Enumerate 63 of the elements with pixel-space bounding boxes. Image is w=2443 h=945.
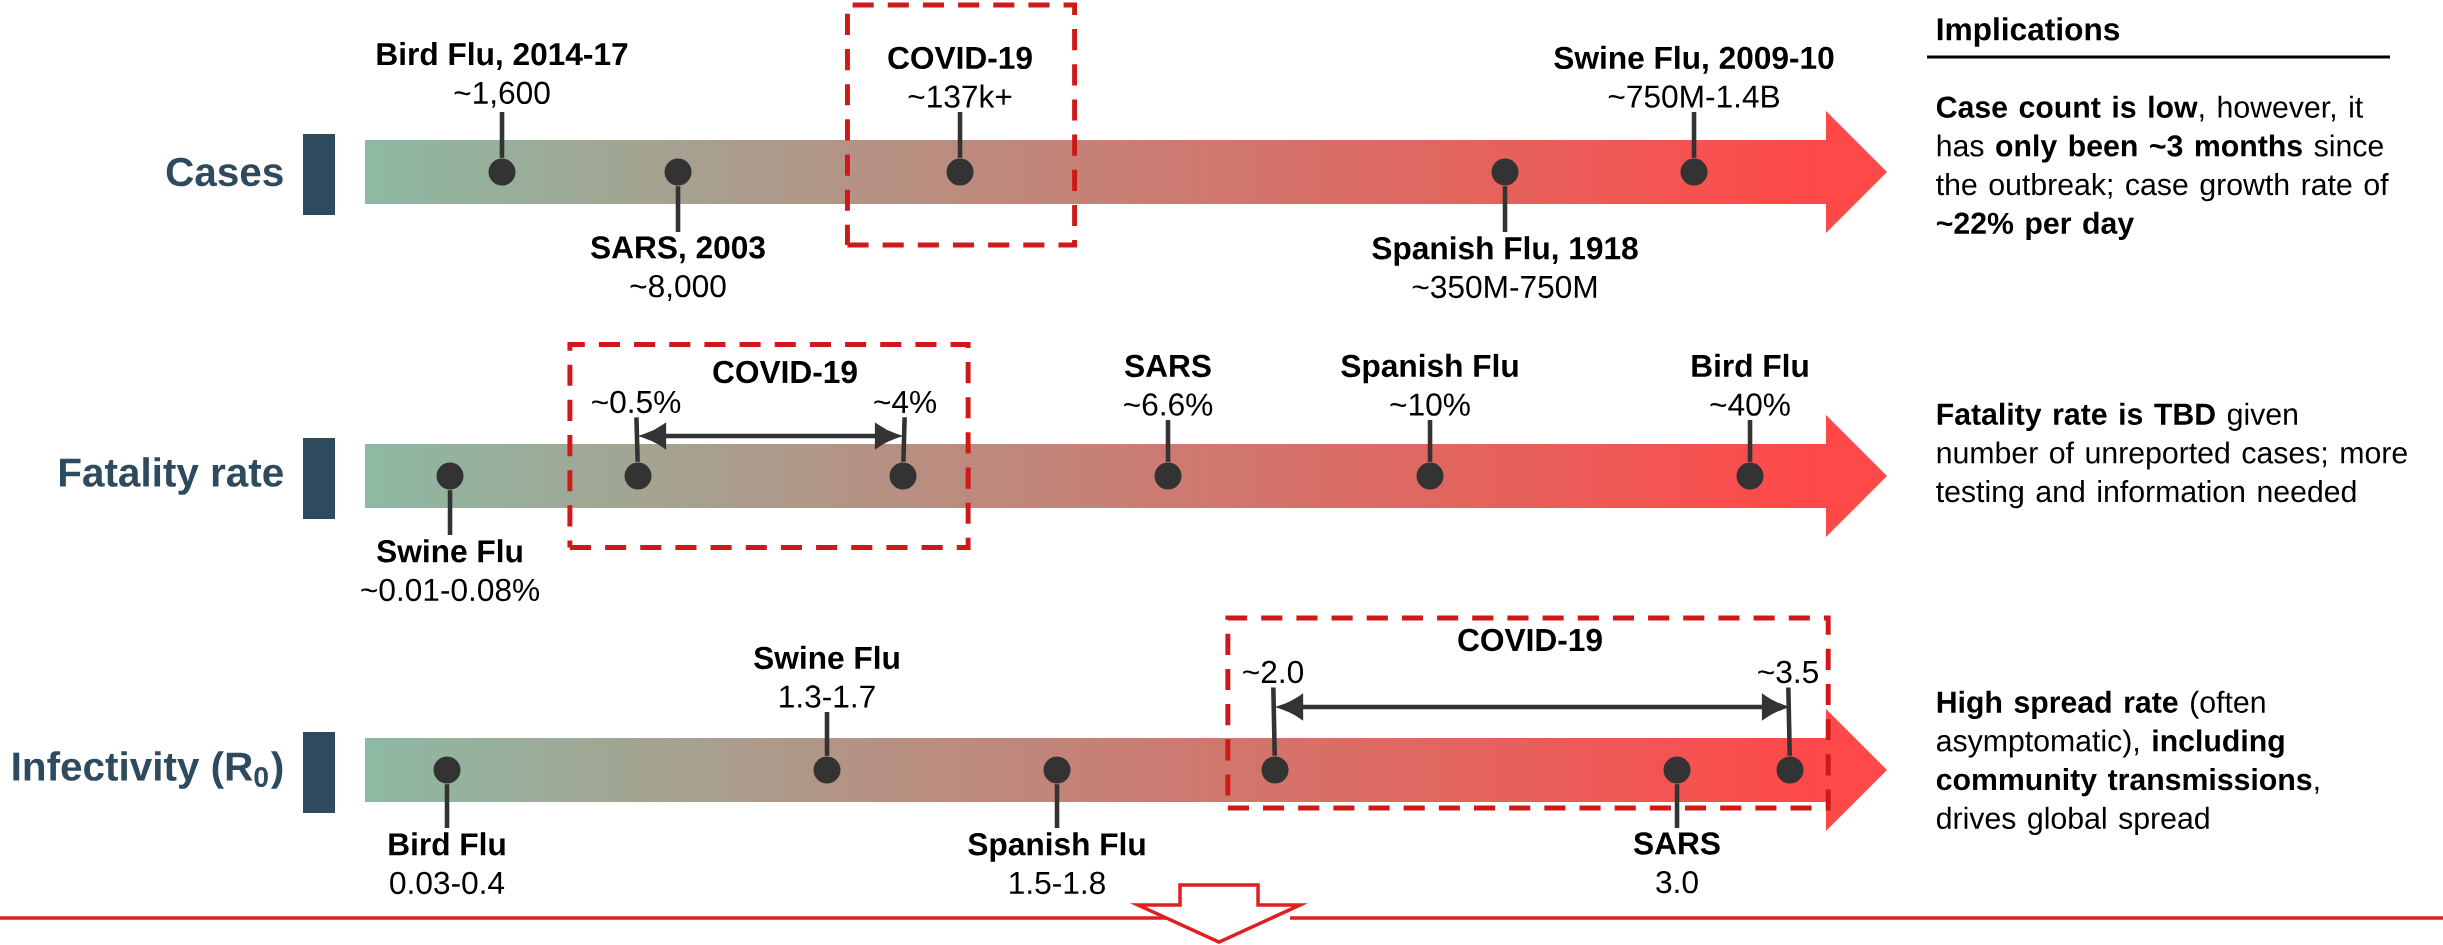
data-point [1776,756,1804,784]
highlight-box [845,2,1078,248]
point-label: Bird Flu 0.03-0.4 [389,832,505,895]
leader-line [1271,687,1277,756]
range-value: ~2.0 [1243,660,1304,684]
point-label: COVID-19 ~137k+ [888,46,1032,108]
row-label: Fatality rate [60,457,283,495]
data-point [889,462,917,490]
row-label: Cases [166,157,283,187]
leader-line [1502,186,1508,232]
leader-line [901,417,907,462]
range-heading: COVID-19 [713,360,857,384]
point-label: SARS, 2003 ~8,000 [591,236,765,302]
implication-text: High spread rate (often asymptomatic), including community transmissions, drives global spread [1936,690,2319,835]
range-heading: COVID-19 [1458,628,1602,652]
data-point [433,756,461,784]
point-label: Swine Flu ~0.01-0.08% [361,539,540,602]
point-label: Spanish Flu 1.5-1.8 [968,832,1145,895]
section-heading: Implications [1937,17,2120,47]
range-value: ~0.5% [592,390,681,414]
data-point [1491,158,1519,186]
range-value: ~4% [874,390,936,414]
leader-line [1674,784,1680,828]
row-label: Infectivity (R$_{0}$) [13,751,283,789]
range-value: ~3.5 [1758,660,1818,684]
point-label: SARS 3.0 [1634,832,1720,894]
data-point [1736,462,1764,490]
data-point [1043,756,1071,784]
data-point [946,158,974,186]
highlight-box [1225,615,1831,811]
leader-line [675,186,681,232]
data-point [664,158,692,186]
data-point [436,462,464,490]
point-label: Bird Flu ~40% [1692,353,1808,416]
leader-line [634,417,640,462]
leader-line [1427,420,1433,462]
leader-line [1054,784,1060,828]
leader-line [1786,687,1792,756]
point-label: Spanish Flu ~10% [1341,353,1518,416]
implication-text: Fatality rate is TBD given number of unreported cases; more testing and information needed [1936,402,2407,509]
leader-line [1691,112,1697,158]
data-point [488,158,516,186]
leader-line [824,712,830,756]
leader-line [957,112,963,158]
data-point [1416,462,1444,490]
data-point [1261,756,1289,784]
data-point [1680,158,1708,186]
highlight-box [567,342,971,550]
point-label: Spanish Flu, 1918 ~350M-750M [1372,236,1638,299]
point-label: Swine Flu, 2009-10 ~750M-1.4B [1554,45,1834,108]
leader-line [444,784,450,828]
implication-text: Case count is low, however, it has only been ~3 months since the outbreak; case growth rate of ~22% per day [1936,95,2389,240]
point-label: Bird Flu, 2014-17 ~1,600 [377,42,628,108]
point-label: SARS ~6.6% [1124,354,1213,416]
leader-line [1165,420,1171,462]
data-point [1154,462,1182,490]
point-label: Swine Flu 1.3-1.7 [754,645,899,708]
data-point [813,756,841,784]
data-point [624,462,652,490]
leader-line [447,490,453,535]
data-point [1663,756,1691,784]
leader-line [1747,420,1753,462]
leader-line [499,112,505,158]
